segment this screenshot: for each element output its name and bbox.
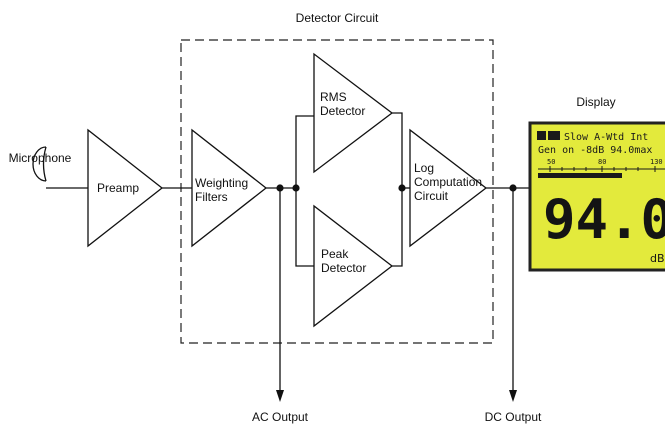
weighting-label-line2: Filters (195, 190, 228, 204)
log-label-line1: Log (414, 161, 434, 175)
log-label-line2: Computation (414, 175, 482, 189)
lcd-scale-ticks (549, 166, 656, 172)
dc-output-arrow (509, 390, 517, 402)
lcd-status-icon (537, 131, 546, 140)
ac-output-arrow (276, 390, 284, 402)
display-title: Display (576, 95, 615, 109)
lcd-tick-2: 80 (598, 158, 606, 166)
detector-circuit-boundary (180, 39, 494, 344)
preamp-block (87, 128, 164, 248)
lcd-unit: dB (650, 252, 665, 265)
lcd-display: Slow A-Wtd Int Gen on -8dB 94.0max 50 80… (528, 121, 665, 272)
lcd-line1: Slow A-Wtd Int (564, 132, 648, 143)
log-label-line3: Circuit (414, 189, 449, 203)
lcd-line2: Gen on -8dB 94.0max (538, 145, 652, 156)
detector-circuit-title: Detector Circuit (296, 11, 379, 25)
lcd-bar-graph (538, 173, 622, 178)
weighting-label-line1: Weighting (195, 176, 248, 190)
wire-to-peak (295, 188, 314, 267)
lcd-panel (528, 121, 665, 272)
wire-to-rms (295, 115, 314, 188)
rms-label-line1: RMS (320, 90, 347, 104)
dc-output-label: DC Output (485, 410, 542, 424)
ac-output-label: AC Output (252, 410, 309, 424)
lcd-mode-icon (548, 131, 560, 140)
peak-label-line1: Peak (321, 247, 349, 261)
microphone-label: Microphone (9, 151, 72, 165)
rms-label-line2: Detector (320, 104, 365, 118)
rms-detector-block (313, 52, 394, 174)
lcd-tick-1: 50 (547, 158, 555, 166)
peak-label-line2: Detector (321, 261, 366, 275)
lcd-reading: 94.0 (543, 188, 665, 251)
weighting-filters-block (191, 128, 268, 248)
peak-detector-block (313, 204, 394, 328)
merge-junction-dot (398, 184, 406, 192)
lcd-tick-3: 130 (650, 158, 663, 166)
log-computation-block (409, 128, 488, 248)
preamp-label: Preamp (97, 181, 139, 195)
microphone-icon (32, 146, 47, 182)
